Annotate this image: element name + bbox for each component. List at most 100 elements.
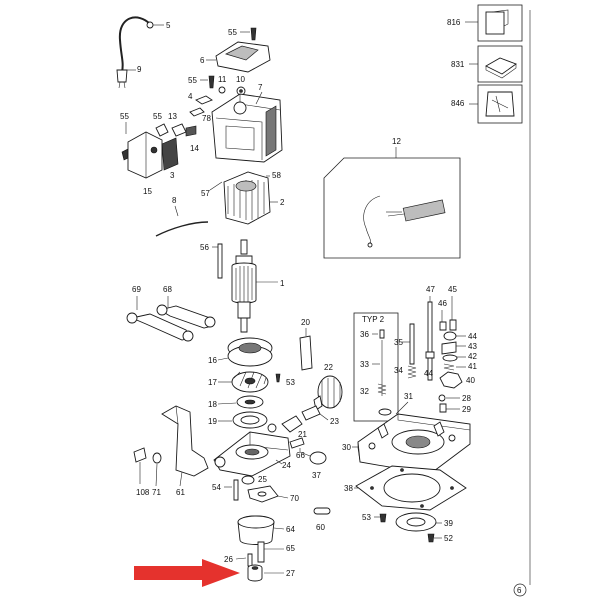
spring-41[interactable]: 41 [443, 362, 477, 371]
screw-53-b[interactable]: 53 [362, 513, 387, 523]
nut-65[interactable]: 65 [257, 541, 295, 563]
callout-108: 108 [136, 488, 150, 497]
callout-61: 61 [176, 488, 185, 497]
callout-71: 71 [152, 488, 161, 497]
wire-8[interactable]: 8 [155, 196, 209, 237]
callout-7: 7 [258, 83, 263, 92]
bearing-housing-16[interactable]: 16 [208, 337, 273, 367]
accessory-831[interactable]: 831 [451, 45, 523, 83]
accessory-816[interactable]: 816 [447, 4, 523, 42]
screw-26[interactable]: 26 [224, 553, 253, 567]
callout-55-top: 55 [228, 28, 237, 37]
brush-set-box-12[interactable]: 12 [323, 137, 461, 259]
pin-56[interactable]: 56 [200, 243, 223, 279]
callout-40: 40 [466, 376, 475, 385]
callout-21: 21 [298, 430, 307, 439]
callout-8: 8 [172, 196, 177, 205]
wrench-68[interactable]: 68 [156, 285, 216, 329]
callout-31: 31 [404, 392, 413, 401]
screw-46[interactable]: 46 [438, 299, 447, 331]
callout-11: 11 [218, 75, 227, 84]
callout-13: 13 [168, 112, 177, 121]
callout-846: 846 [451, 99, 465, 108]
callout-65: 65 [286, 544, 295, 553]
callout-17: 17 [208, 378, 217, 387]
collar-25[interactable]: 25 [241, 475, 267, 485]
callout-5: 5 [166, 21, 171, 30]
callout-36: 36 [360, 330, 369, 339]
knob-43[interactable]: 43 [441, 341, 477, 355]
callout-41: 41 [468, 362, 477, 371]
spring-4[interactable]: 4 78 [188, 92, 213, 123]
typ-2-box[interactable]: TYP 2 36 33 32 [353, 312, 399, 422]
callout-816: 816 [447, 18, 461, 27]
bolt-108[interactable]: 108 [133, 447, 150, 497]
callout-4: 4 [188, 92, 193, 101]
callout-68: 68 [163, 285, 172, 294]
callout-38: 38 [344, 484, 353, 493]
switch-15[interactable]: 55 15 [120, 112, 163, 196]
ball-28[interactable]: 28 [438, 394, 471, 403]
nut-44[interactable]: 44 [443, 331, 477, 341]
star-knob-40[interactable]: 40 [439, 371, 475, 389]
washer-71[interactable]: 71 [152, 452, 162, 497]
callout-15: 15 [143, 187, 152, 196]
screw-66[interactable]: 66 [289, 437, 305, 460]
screw-11[interactable]: 55 11 [188, 75, 227, 94]
callout-66: 66 [296, 451, 305, 460]
callout-831: 831 [451, 60, 465, 69]
nut-10[interactable]: 10 [236, 75, 246, 96]
screw-54[interactable]: 54 [212, 479, 239, 501]
depth-rod-35[interactable]: 35 [394, 323, 415, 365]
callout-45: 45 [448, 285, 457, 294]
armature-1[interactable]: 1 [231, 239, 285, 333]
callout-43: 43 [468, 342, 477, 351]
collet-cup-64[interactable]: 64 [237, 515, 295, 545]
callout-3: 3 [170, 171, 175, 180]
collet-27[interactable]: 27 [247, 564, 295, 582]
spacer-60[interactable]: 60 [313, 507, 331, 532]
callout-25: 25 [258, 475, 267, 484]
callout-14: 14 [190, 144, 199, 153]
screw-53[interactable]: 53 [275, 373, 295, 387]
clamp-13[interactable]: 55 13 14 3 [153, 112, 199, 180]
screw-52[interactable]: 52 [427, 533, 453, 543]
callout-29: 29 [462, 405, 471, 414]
spring-23[interactable]: 23 [301, 405, 339, 426]
bracket-61[interactable]: 61 [161, 405, 209, 497]
bearing-19[interactable]: 19 [208, 411, 268, 429]
callout-56: 56 [200, 243, 209, 252]
threaded-rod-47[interactable]: 47 44 [424, 285, 435, 381]
washer-42[interactable]: 42 [442, 352, 477, 362]
knob-37[interactable]: 37 [299, 451, 327, 480]
motor-base-24[interactable]: 24 [213, 431, 291, 477]
clip-70[interactable]: 70 [247, 485, 299, 503]
fan-17[interactable]: 17 [208, 371, 269, 393]
callout-37: 37 [312, 471, 321, 480]
top-cover-6[interactable]: 55 6 [200, 27, 271, 73]
power-cord-9[interactable]: 5 9 [116, 16, 171, 89]
accessory-846[interactable]: 846 [451, 84, 523, 124]
spring-29[interactable]: 29 [439, 403, 471, 414]
motor-housing-7[interactable]: 7 [211, 83, 283, 163]
field-coil-2[interactable]: 57 58 2 [201, 171, 285, 225]
rod-20[interactable]: 20 [299, 318, 313, 371]
page-number-label: 6 [517, 586, 522, 595]
callout-20: 20 [301, 318, 310, 327]
callout-70: 70 [290, 494, 299, 503]
spring-34[interactable]: 34 [394, 365, 417, 379]
callout-34: 34 [394, 366, 403, 375]
base-plate-30[interactable]: 30 31 [342, 392, 471, 475]
washer-18[interactable]: 18 [208, 395, 264, 409]
wrench-69[interactable]: 69 [126, 285, 194, 342]
pin-45[interactable]: 45 [448, 285, 457, 331]
callout-53-b: 53 [362, 513, 371, 522]
knob-22[interactable]: 22 [313, 363, 343, 411]
callout-52: 52 [444, 534, 453, 543]
sub-base-38[interactable]: 38 [344, 465, 467, 511]
spindle-lock-21[interactable]: 21 [267, 415, 307, 439]
callout-55-c: 55 [120, 112, 129, 121]
guide-ring-39[interactable]: 39 [395, 512, 453, 532]
callout-28: 28 [462, 394, 471, 403]
